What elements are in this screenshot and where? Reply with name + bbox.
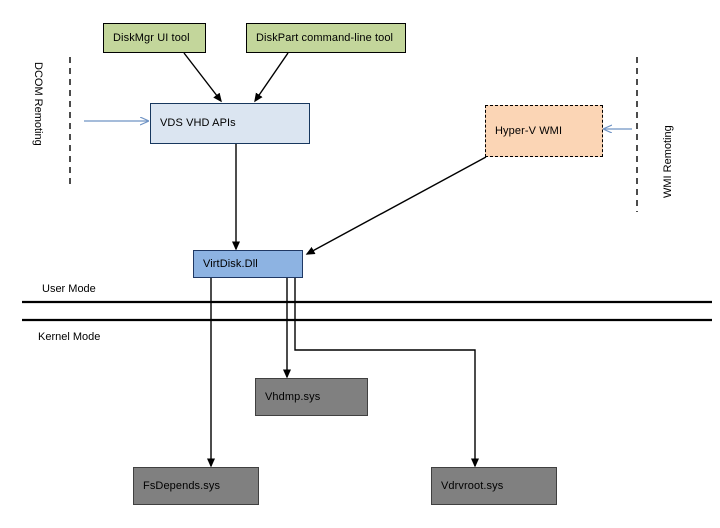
node-label: FsDepends.sys [143,479,221,492]
wmi-remoting-label: WMI Remoting [662,125,674,198]
node-label: VDS VHD APIs [160,117,236,130]
node-vdrvroot-sys[interactable]: Vdrvroot.sys [431,467,557,505]
node-diskpart-command-line-tool[interactable]: DiskPart command-line tool [246,23,406,53]
dcom-remoting-label: DCOM Remoting [32,62,44,146]
node-fsdepends-sys[interactable]: FsDepends.sys [133,467,259,505]
node-label: Hyper-V WMI [495,124,563,137]
edge-virtdisk-to-vdrvroot [294,277,479,468]
node-vhdmp-sys[interactable]: Vhdmp.sys [255,378,368,416]
node-label: VirtDisk.Dll [203,257,258,270]
edge-hypervwmi-to-virtdisk [305,156,487,255]
node-diskmgr-ui-tool[interactable]: DiskMgr UI tool [103,23,206,53]
kernel-mode-label: Kernel Mode [38,331,101,343]
node-label: Vhdmp.sys [265,390,321,403]
node-vds-vhd-apis[interactable]: VDS VHD APIs [150,103,310,144]
node-virtdisk-dll[interactable]: VirtDisk.Dll [193,250,303,278]
node-hyper-v-wmi[interactable]: Hyper-V WMI [485,105,603,157]
node-label: Vdrvroot.sys [441,479,504,492]
node-label: DiskMgr UI tool [113,31,190,44]
node-label: DiskPart command-line tool [256,31,394,44]
edge-diskpart-to-vds [254,52,289,103]
edge-diskmgr-to-vds [183,52,222,103]
user-mode-label: User Mode [42,283,96,295]
